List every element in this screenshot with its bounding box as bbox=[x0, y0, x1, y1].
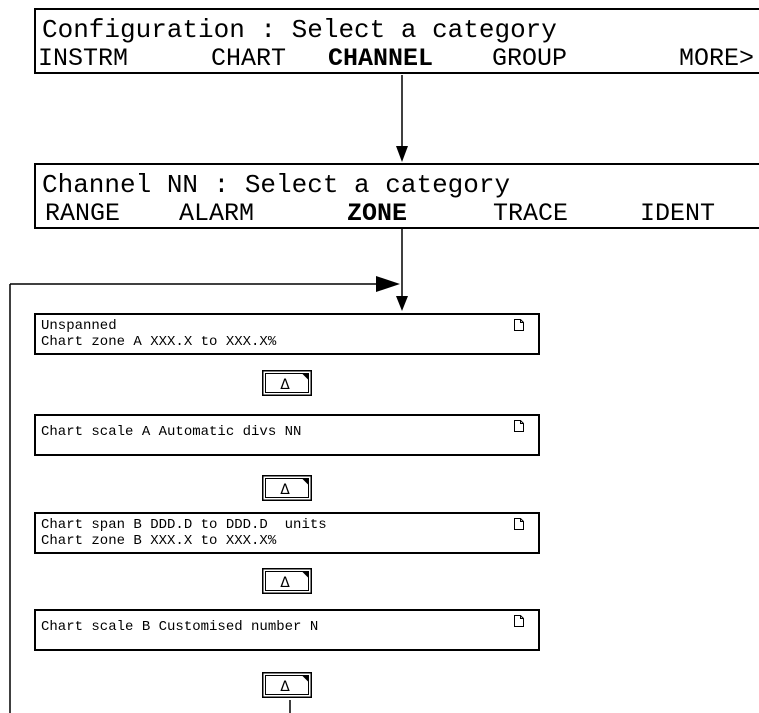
scroll-key-icon[interactable]: Δ bbox=[262, 475, 312, 501]
page-icon bbox=[514, 518, 524, 530]
menu-item-trace[interactable]: TRACE bbox=[493, 199, 569, 228]
param-line-1: Chart span B DDD.D to DDD.D units bbox=[41, 517, 327, 533]
page-icon bbox=[514, 420, 524, 432]
page-icon bbox=[514, 615, 524, 627]
menu-title: Configuration : Select a category bbox=[42, 15, 557, 45]
param-box-unspanned: Unspanned Chart zone A XXX.X to XXX.X% bbox=[34, 313, 540, 355]
arrowhead-down bbox=[396, 146, 408, 162]
param-line-2: Chart zone B XXX.X to XXX.X% bbox=[41, 533, 277, 549]
scroll-key-icon[interactable]: Δ bbox=[262, 568, 312, 594]
arrowhead-right bbox=[376, 276, 400, 292]
menu-title: Channel NN : Select a category bbox=[42, 170, 511, 200]
menu-item-more[interactable]: MORE> bbox=[679, 44, 755, 73]
menu-item-ident[interactable]: IDENT bbox=[640, 199, 716, 228]
menu-item-alarm[interactable]: ALARM bbox=[179, 199, 255, 228]
key-glyph: Δ bbox=[280, 377, 290, 393]
menu-item-zone[interactable]: ZONE bbox=[347, 199, 408, 228]
key-glyph: Δ bbox=[280, 575, 290, 591]
menu-item-group[interactable]: GROUP bbox=[492, 44, 568, 73]
param-box-chart-scale-b: Chart scale B Customised number N bbox=[34, 609, 540, 651]
page-icon bbox=[514, 319, 524, 331]
channel-menu: Channel NN : Select a category RANGE ALA… bbox=[34, 163, 759, 229]
param-line-1: Chart scale B Customised number N bbox=[41, 619, 319, 635]
menu-item-instrm[interactable]: INSTRM bbox=[38, 44, 129, 73]
scroll-key-icon[interactable]: Δ bbox=[262, 370, 312, 396]
param-box-chart-scale-a: Chart scale A Automatic divs NN bbox=[34, 414, 540, 456]
param-box-chart-span-b: Chart span B DDD.D to DDD.D units Chart … bbox=[34, 512, 540, 554]
menu-item-channel[interactable]: CHANNEL bbox=[328, 44, 434, 73]
param-line-1: Chart scale A Automatic divs NN bbox=[41, 424, 302, 440]
menu-item-chart[interactable]: CHART bbox=[211, 44, 287, 73]
arrowhead-down bbox=[396, 296, 408, 311]
param-line-2: Chart zone A XXX.X to XXX.X% bbox=[41, 334, 277, 350]
param-line-1: Unspanned bbox=[41, 318, 117, 334]
configuration-menu: Configuration : Select a category INSTRM… bbox=[34, 8, 759, 74]
menu-item-range[interactable]: RANGE bbox=[45, 199, 121, 228]
key-glyph: Δ bbox=[280, 482, 290, 498]
key-glyph: Δ bbox=[280, 679, 290, 695]
scroll-key-icon[interactable]: Δ bbox=[262, 672, 312, 698]
